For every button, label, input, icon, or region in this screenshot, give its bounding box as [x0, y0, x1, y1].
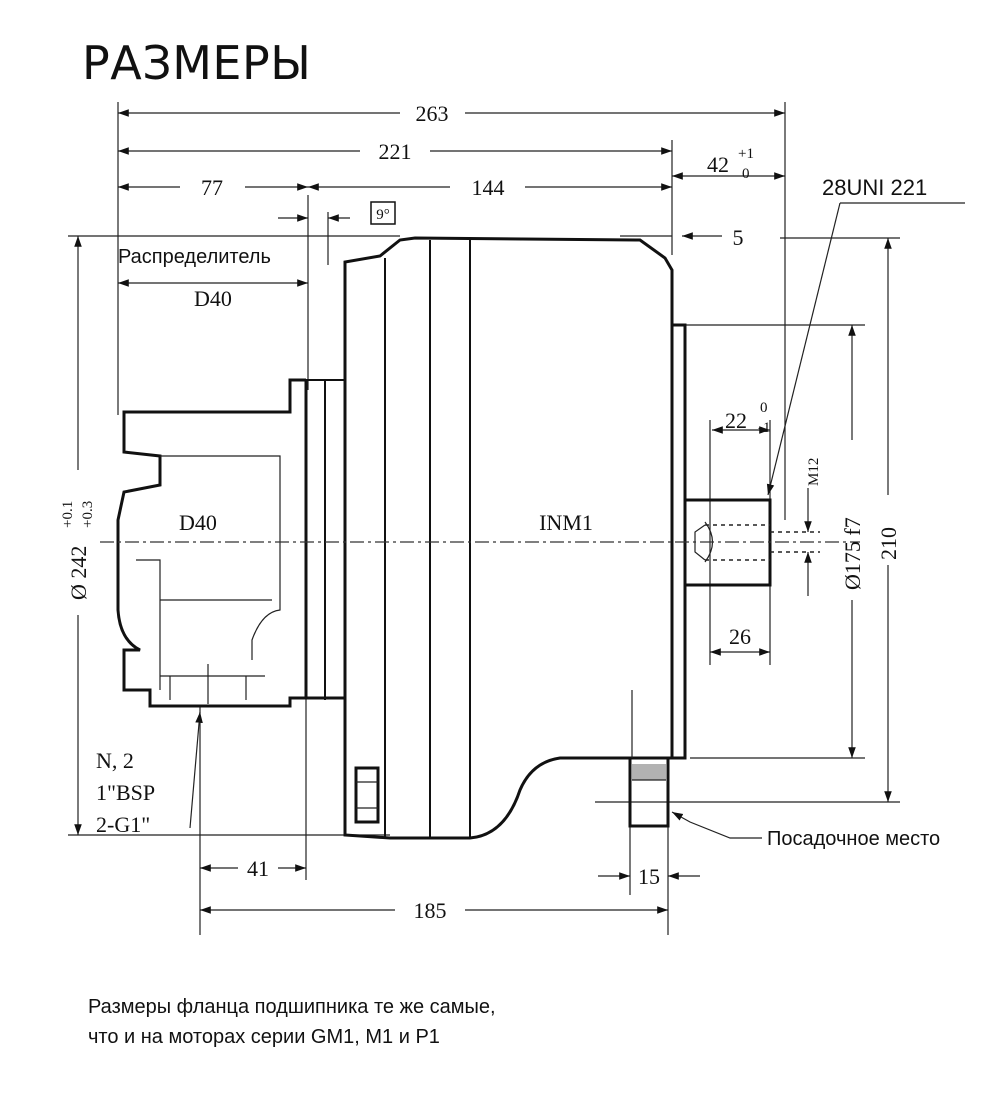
ports-line2: 1"BSP: [96, 780, 155, 805]
dim-263-label: 263: [416, 101, 449, 126]
note-line-1: Размеры фланца подшипника те же самые,: [88, 996, 496, 1018]
dim-22-label: 22: [725, 408, 747, 433]
dim-144: 144: [308, 175, 672, 200]
dim-221-label: 221: [379, 139, 412, 164]
dim-185-label: 185: [414, 898, 447, 923]
dim-144-label: 144: [472, 175, 505, 200]
mounting-seat-label: Посадочное место: [767, 828, 940, 850]
dim-242: Ø 242 +0.1 +0.3: [60, 236, 96, 835]
dim-9: 9°: [278, 201, 396, 225]
dim-41: 41: [200, 856, 306, 881]
dim-242-tol-lower: +0.3: [80, 501, 96, 528]
dim-41-label: 41: [247, 856, 269, 881]
dim-242-tol-upper: +0.1: [60, 501, 76, 528]
dim-m12-label: M12: [806, 458, 822, 486]
dim-22-tol-lower: -1: [758, 420, 771, 436]
dim-26: 26: [710, 624, 770, 656]
dim-263: 263: [118, 101, 785, 126]
dim-d40-top: D40: [118, 279, 308, 311]
dim-22-tol-upper: 0: [760, 400, 768, 416]
dim-42-tol-upper: +1: [738, 146, 754, 162]
dim-22: 22 0 -1: [712, 400, 771, 436]
dim-15: 15: [598, 864, 700, 889]
dim-175-label: Ø175 f7: [840, 517, 865, 590]
dim-26-label: 26: [729, 624, 751, 649]
dim-15-label: 15: [638, 864, 660, 889]
bearing-flange-note: Размеры фланца подшипника те же самые, ч…: [88, 992, 496, 1052]
ports-line3: 2-G1": [96, 812, 150, 837]
dim-m12: M12: [804, 458, 822, 596]
note-line-2: что и на моторах серии GM1, M1 и P1: [88, 1026, 440, 1048]
dim-242-label: Ø 242: [66, 546, 91, 600]
motor-model-label: INM1: [539, 510, 593, 535]
dim-42: 42 +1 0: [672, 146, 785, 182]
page-title: РАЗМЕРЫ: [82, 36, 312, 90]
ports-line1: N, 2: [96, 748, 134, 773]
distributor-model-body: D40: [179, 510, 217, 535]
dim-221: 221: [118, 139, 672, 164]
mounting-seat-callout: Посадочное место: [671, 811, 940, 850]
dim-42-label: 42: [707, 152, 729, 177]
dim-77-label: 77: [201, 175, 223, 200]
dim-185: 185: [200, 898, 668, 923]
spline-callout: 28UNI 221: [766, 175, 965, 496]
dim-210: 210: [876, 238, 901, 802]
ports-callout: N, 2 1"BSP 2-G1": [96, 711, 203, 837]
dim-9-label: 9°: [376, 207, 390, 223]
motor-body: [116, 236, 820, 840]
distributor-model-top: D40: [194, 286, 232, 311]
distributor-label: Распределитель: [118, 246, 271, 268]
dim-42-tol-lower: 0: [742, 166, 750, 182]
dim-5-label: 5: [733, 225, 744, 250]
dim-77: 77: [118, 175, 308, 200]
dim-210-label: 210: [876, 527, 901, 560]
dim-5: 5: [620, 225, 744, 250]
dim-175: Ø175 f7: [840, 325, 865, 758]
spline-spec-label: 28UNI 221: [822, 175, 927, 200]
